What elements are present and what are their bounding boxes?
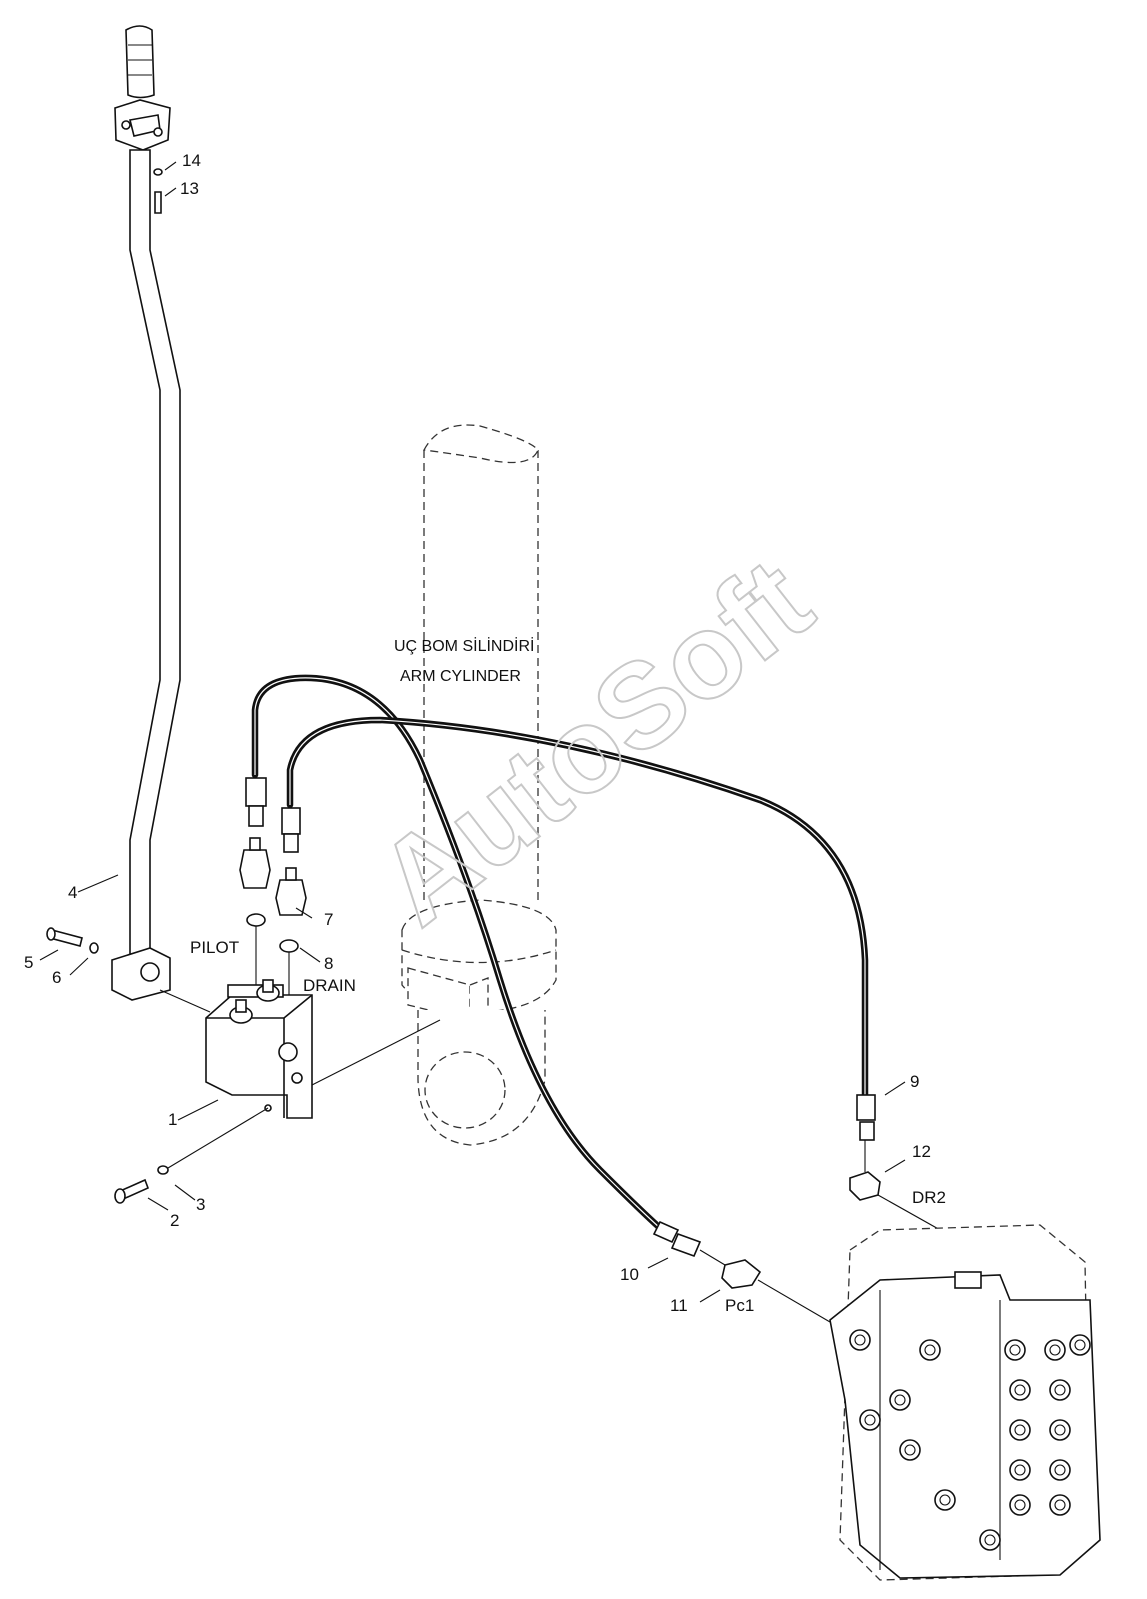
part-number-8: 8 <box>324 954 333 973</box>
valve-port-inner <box>854 1334 866 1346</box>
part-number-11: 11 <box>670 1296 688 1315</box>
port-label-pilot: PILOT <box>190 938 239 957</box>
valve-port <box>979 1529 1001 1551</box>
valve-port-inner <box>984 1534 996 1546</box>
valve-port-inner <box>1014 1424 1026 1436</box>
valve-port <box>1009 1379 1031 1401</box>
part-number-1: 1 <box>168 1110 177 1129</box>
part-number-14: 14 <box>182 151 201 170</box>
valve-port <box>1049 1379 1071 1401</box>
part-number-10: 10 <box>620 1265 639 1284</box>
valve-port <box>889 1389 911 1411</box>
valve-port <box>1009 1459 1031 1481</box>
fasteners <box>46 168 169 1204</box>
fittings-upper <box>239 777 307 1010</box>
part-number-7: 7 <box>324 910 333 929</box>
part-number-13: 13 <box>180 179 199 198</box>
hoses <box>251 674 869 1232</box>
valve-port <box>1049 1419 1071 1441</box>
valve-port <box>1049 1459 1071 1481</box>
valve-port-inner <box>1054 1384 1066 1396</box>
valve-port-inner <box>864 1414 876 1426</box>
valve-port-inner <box>894 1394 906 1406</box>
pipe-assembly <box>111 25 211 1013</box>
port-label-dr2: DR2 <box>912 1188 946 1207</box>
part-number-2: 2 <box>170 1211 179 1230</box>
valve-port <box>1009 1494 1031 1516</box>
valve-block <box>167 979 441 1169</box>
valve-port <box>934 1489 956 1511</box>
valve-port-inner <box>1074 1339 1086 1351</box>
valve-port-inner <box>1009 1344 1021 1356</box>
control-valve <box>829 1224 1101 1581</box>
valve-port <box>899 1439 921 1461</box>
valve-port <box>1069 1334 1091 1356</box>
port-label-pc1: Pc1 <box>725 1296 754 1315</box>
valve-port-inner <box>1054 1499 1066 1511</box>
valve-port-inner <box>1014 1384 1026 1396</box>
fittings-lower <box>652 1094 991 1323</box>
leader-lines <box>39 161 906 1303</box>
valve-port-inner <box>1014 1499 1026 1511</box>
watermark: AutoSoft <box>354 533 836 950</box>
arm-cylinder <box>401 424 557 1146</box>
valve-port <box>849 1329 871 1351</box>
part-number-6: 6 <box>52 968 61 987</box>
part-number-12: 12 <box>912 1142 931 1161</box>
cylinder-label-en: ARM CYLINDER <box>400 668 521 685</box>
port-label-drain: DRAIN <box>303 976 356 995</box>
valve-port <box>1004 1339 1026 1361</box>
part-number-5: 5 <box>24 953 33 972</box>
cylinder-label-tr: UÇ BOM SİLİNDİRİ <box>394 636 534 655</box>
valve-port-inner <box>904 1444 916 1456</box>
valve-port-inner <box>1049 1344 1061 1356</box>
part-number-3: 3 <box>196 1195 205 1214</box>
valve-port-inner <box>1054 1464 1066 1476</box>
valve-port <box>859 1409 881 1431</box>
valve-port <box>1044 1339 1066 1361</box>
valve-port <box>919 1339 941 1361</box>
valve-port <box>1009 1419 1031 1441</box>
valve-port-inner <box>1054 1424 1066 1436</box>
part-number-4: 4 <box>68 883 77 902</box>
valve-port <box>1049 1494 1071 1516</box>
valve-port-inner <box>939 1494 951 1506</box>
valve-port-inner <box>1014 1464 1026 1476</box>
valve-port-inner <box>924 1344 936 1356</box>
part-number-9: 9 <box>910 1072 919 1091</box>
